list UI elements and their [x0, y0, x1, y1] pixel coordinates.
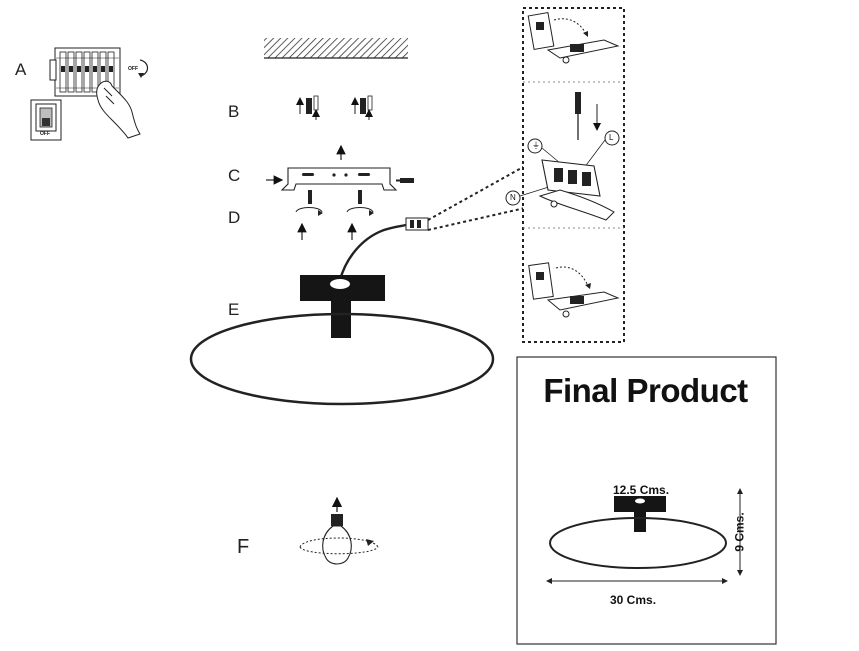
height-label: 9 Cms.: [732, 512, 747, 552]
neutral-symbol: N: [510, 193, 516, 202]
step-label-a: A: [15, 60, 27, 79]
lamp-canopy: [300, 275, 385, 338]
mounting-bracket: [266, 144, 414, 191]
terminal-closed-panel: [528, 262, 620, 318]
final-product-shade: [549, 517, 727, 569]
breaker-off-label: OFF: [128, 66, 138, 72]
connection-leader-lines: [427, 165, 526, 231]
rotate-off-arrow-icon: [138, 59, 149, 78]
terminal-open-panel: [527, 11, 620, 64]
power-cable: [338, 217, 429, 281]
ceiling-surface: [264, 38, 408, 59]
step-label-b: B: [228, 102, 240, 121]
height-dimension-line: [737, 488, 743, 576]
hand-icon: [96, 80, 141, 139]
lamp-shade: [189, 312, 495, 406]
wall-switch-off-label: OFF: [40, 131, 50, 137]
step-label-d: D: [228, 208, 241, 227]
top-diameter-label: 12.5 Cms.: [613, 483, 670, 497]
terminal-wiring-panel: [505, 92, 620, 221]
step-label-f: F: [237, 536, 250, 558]
final-product-title: Final Product: [543, 372, 748, 409]
screw-left: [295, 190, 323, 240]
screw-icon: [396, 178, 414, 183]
step-label-e: E: [228, 300, 240, 319]
screw-right: [346, 190, 374, 240]
wall-switch: [30, 99, 62, 141]
breaker-panel: [49, 47, 121, 97]
light-bulb: [299, 496, 379, 565]
width-label: 30 Cms.: [610, 593, 657, 607]
live-symbol: L: [609, 133, 614, 142]
ground-symbol: ⏚: [532, 141, 540, 150]
wall-plug-right: [351, 95, 373, 120]
wall-plug-left: [296, 95, 320, 120]
final-product-canopy: [614, 496, 666, 532]
width-dimension-line: [546, 578, 728, 584]
step-label-c: C: [228, 166, 241, 185]
final-product-box: [516, 356, 777, 645]
